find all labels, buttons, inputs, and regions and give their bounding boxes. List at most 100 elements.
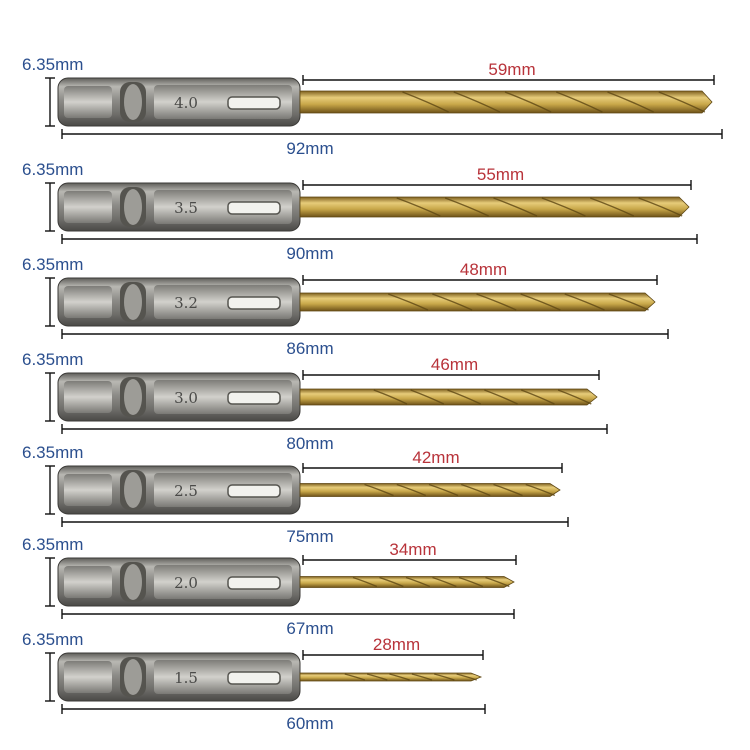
shank-diameter-label: 6.35mm <box>22 55 83 74</box>
spiral-groove <box>379 576 404 588</box>
total-length-label: 67mm <box>286 619 333 638</box>
size-stamp: 3.2 <box>174 294 198 312</box>
spiral-groove <box>638 197 683 217</box>
twist-flute <box>299 90 713 114</box>
spiral-groove <box>557 389 592 405</box>
shank-facet <box>154 565 292 599</box>
spiral-groove <box>504 91 552 113</box>
flute-length-label: 55mm <box>477 165 524 184</box>
twist-flute <box>299 483 561 497</box>
spiral-groove <box>456 673 477 681</box>
size-stamp: 2.0 <box>174 574 198 592</box>
size-stamp: 1.5 <box>174 669 198 687</box>
spiral-groove <box>476 293 517 311</box>
drill-bit-row: 6.35mm 2.5 42mm 75mm <box>22 443 569 546</box>
spiral-groove <box>364 483 394 497</box>
flute-length-label: 34mm <box>389 540 436 559</box>
spiral-groove <box>352 576 378 588</box>
twist-flute <box>299 576 515 588</box>
groove-highlight <box>124 379 142 415</box>
size-stamp: 4.0 <box>174 94 198 112</box>
spiral-groove <box>396 197 441 217</box>
groove-highlight <box>124 659 142 695</box>
shank-diameter-label: 6.35mm <box>22 255 83 274</box>
groove-highlight <box>124 564 142 600</box>
spiral-groove <box>493 483 523 497</box>
groove-highlight <box>124 189 142 225</box>
flute-length-label: 46mm <box>431 355 478 374</box>
total-length-label: 60mm <box>286 714 333 733</box>
shank-slot <box>227 671 281 685</box>
spiral-groove <box>411 673 433 681</box>
spiral-groove <box>485 576 510 588</box>
spiral-groove <box>410 389 445 405</box>
spiral-groove <box>590 197 635 217</box>
spiral-groove <box>402 91 449 113</box>
shank-slot <box>227 96 281 110</box>
shank-diameter-label: 6.35mm <box>22 443 83 462</box>
spiral-groove <box>344 673 366 681</box>
spiral-groove <box>396 483 427 497</box>
spiral-groove <box>453 91 501 113</box>
spiral-groove <box>444 197 489 217</box>
hex-facet <box>64 661 112 693</box>
shank-facet <box>154 473 292 507</box>
spiral-groove <box>461 483 491 497</box>
twist-flute <box>299 292 656 312</box>
spiral-groove <box>525 483 556 497</box>
shank-diameter-label: 6.35mm <box>22 535 83 554</box>
spiral-groove <box>388 293 429 311</box>
spiral-groove <box>432 576 457 588</box>
hex-facet <box>64 566 112 598</box>
spiral-groove <box>484 389 518 405</box>
spiral-groove <box>520 293 561 311</box>
shank-diameter-label: 6.35mm <box>22 160 83 179</box>
spiral-groove <box>493 197 538 217</box>
hex-facet <box>64 381 112 413</box>
groove-highlight <box>124 472 142 508</box>
spiral-groove <box>373 389 408 405</box>
spiral-groove <box>458 576 484 588</box>
spiral-groove <box>428 483 459 497</box>
groove-highlight <box>124 84 142 120</box>
shank-facet <box>154 285 292 319</box>
spiral-groove <box>389 673 410 681</box>
hex-facet <box>64 286 112 318</box>
shank-diameter-label: 6.35mm <box>22 630 83 649</box>
shank-slot <box>227 201 281 215</box>
shank-facet <box>154 660 292 694</box>
shank-slot <box>227 576 281 590</box>
shank-slot <box>227 484 281 498</box>
hex-facet <box>64 86 112 118</box>
spiral-groove <box>541 197 586 217</box>
shank-facet <box>154 85 292 119</box>
spiral-groove <box>608 293 649 311</box>
total-length-label: 90mm <box>286 244 333 263</box>
spiral-groove <box>447 389 481 405</box>
total-length-label: 86mm <box>286 339 333 358</box>
flute-length-label: 42mm <box>412 448 459 467</box>
size-stamp: 2.5 <box>174 482 198 500</box>
total-length-label: 80mm <box>286 434 333 453</box>
shank-facet <box>154 190 292 224</box>
total-length-label: 75mm <box>286 527 333 546</box>
spiral-groove <box>405 576 431 588</box>
shank-facet <box>154 380 292 414</box>
spiral-groove <box>434 673 455 681</box>
shank-slot <box>227 391 281 405</box>
shank-diameter-label: 6.35mm <box>22 350 83 369</box>
spiral-groove <box>658 91 706 113</box>
twist-flute <box>299 196 690 218</box>
spiral-groove <box>607 91 654 113</box>
spiral-groove <box>432 293 473 311</box>
shank-slot <box>227 296 281 310</box>
total-length-label: 92mm <box>286 139 333 158</box>
hex-facet <box>64 474 112 506</box>
spiral-groove <box>564 293 605 311</box>
